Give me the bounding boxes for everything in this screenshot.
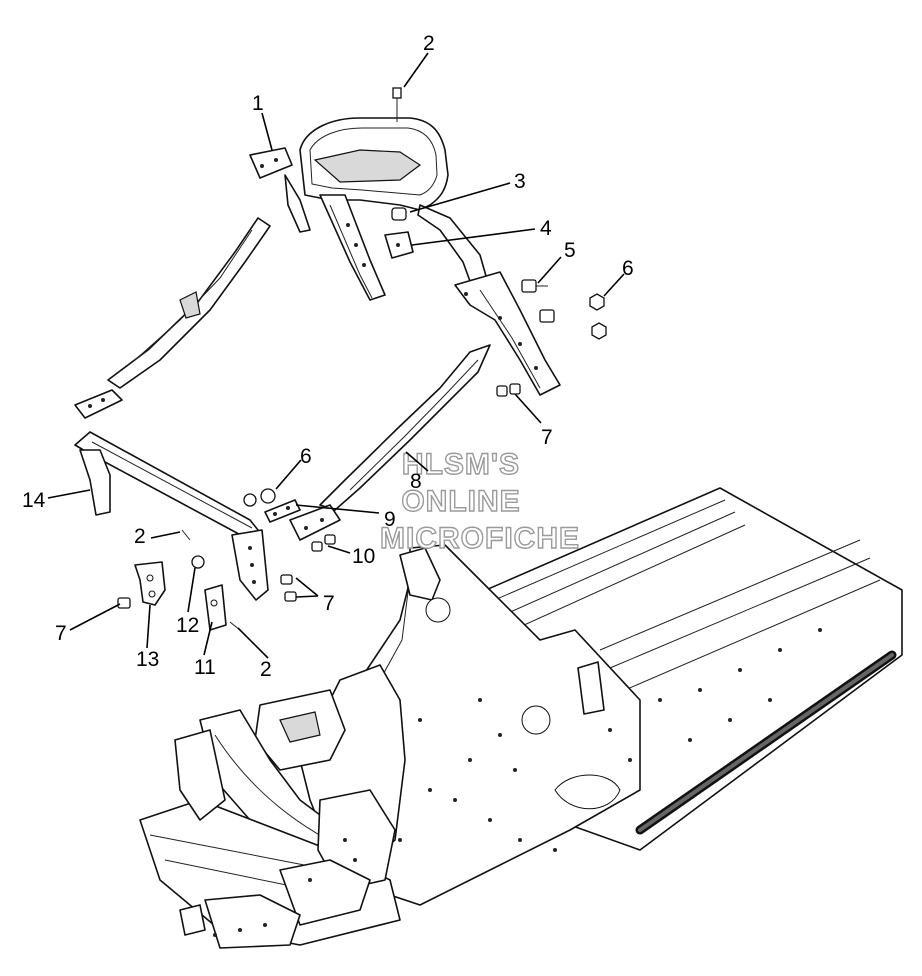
rivet-holes xyxy=(398,628,822,852)
callout-13: 13 xyxy=(136,648,159,671)
callout-7b: 7 xyxy=(323,592,335,615)
callout-2a: 2 xyxy=(423,32,435,55)
watermark-line-3: MICROFICHE xyxy=(380,522,580,555)
brackets-lower-left xyxy=(117,529,241,631)
callout-4: 4 xyxy=(540,217,552,240)
callout-5: 5 xyxy=(564,239,576,262)
callout-labels: 1 2 3 4 5 6 7 6 8 14 9 2 10 7 7 12 13 11… xyxy=(22,32,634,681)
callout-7c: 7 xyxy=(55,622,67,645)
callout-2c: 2 xyxy=(260,658,272,681)
fasteners-right xyxy=(496,279,607,397)
watermark-line-2: ONLINE xyxy=(401,485,520,518)
right-tube-part-8 xyxy=(289,344,491,541)
callout-1: 1 xyxy=(252,92,264,115)
callout-11: 11 xyxy=(194,656,216,679)
callout-7a: 7 xyxy=(541,426,553,449)
callout-2b: 2 xyxy=(134,525,146,548)
watermark: HLSM'S ONLINE MICROFICHE xyxy=(379,447,580,555)
small-parts-center xyxy=(243,488,336,602)
callout-10: 10 xyxy=(352,545,375,568)
callout-12: 12 xyxy=(176,614,199,637)
callout-9: 9 xyxy=(384,508,396,531)
callout-3: 3 xyxy=(514,170,526,193)
callout-14: 14 xyxy=(22,489,46,512)
leader-lines xyxy=(47,52,625,659)
callout-6b: 6 xyxy=(300,445,312,468)
callout-6a: 6 xyxy=(622,257,634,280)
left-upper-tube xyxy=(74,217,271,419)
cross-bar-part-14 xyxy=(74,431,269,601)
callout-8: 8 xyxy=(410,470,422,493)
chassis-frame xyxy=(139,487,903,949)
upper-hoop-assembly xyxy=(249,87,561,396)
